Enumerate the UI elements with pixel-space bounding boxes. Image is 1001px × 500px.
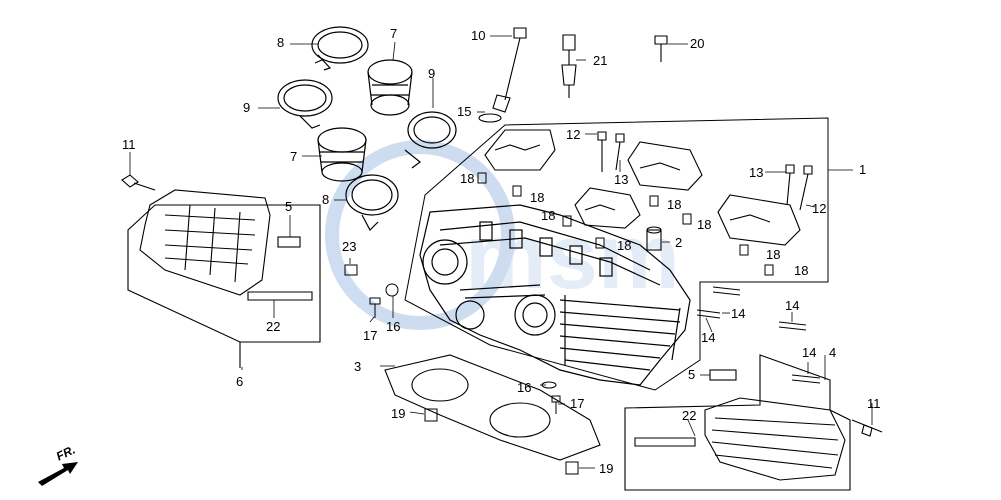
front-direction-arrow	[38, 462, 78, 486]
callout-19-right: 19	[599, 461, 614, 476]
callout-22-left: 22	[266, 319, 281, 334]
watermark: msm	[325, 140, 680, 330]
callout-17-bottom: 17	[570, 396, 585, 411]
callout-13-top: 13	[614, 172, 629, 187]
callout-5-left: 5	[285, 199, 293, 214]
callout-3: 3	[354, 359, 362, 374]
callout-15: 15	[457, 104, 472, 119]
camshaft-holders	[484, 129, 801, 246]
callout-14-b: 14	[701, 330, 716, 345]
callout-18-f: 18	[697, 217, 712, 232]
callout-7-top: 7	[390, 26, 398, 41]
callout-17-top: 17	[363, 328, 378, 343]
callout-9-left: 9	[243, 100, 251, 115]
callout-10: 10	[471, 28, 486, 43]
callout-18-e: 18	[667, 197, 682, 212]
callout-23: 23	[342, 239, 357, 254]
callout-22-right: 22	[682, 408, 697, 423]
callout-13-right: 13	[749, 165, 764, 180]
callout-5-right: 5	[688, 367, 696, 382]
callout-11-left: 11	[122, 137, 136, 152]
callout-14-c: 14	[785, 298, 800, 313]
callout-18-d: 18	[617, 238, 632, 253]
callout-14-d: 14	[802, 345, 817, 360]
svg-text:msm: msm	[465, 206, 680, 308]
callout-11-right: 11	[867, 396, 881, 411]
callout-6: 6	[236, 374, 244, 389]
callout-20: 20	[690, 36, 705, 51]
callout-18-c: 18	[541, 208, 556, 223]
top-fasteners	[478, 27, 668, 123]
callout-18-b: 18	[530, 190, 545, 205]
oil-orifice	[646, 226, 662, 251]
callout-18-a: 18	[460, 171, 475, 186]
callout-7-mid: 7	[290, 149, 298, 164]
callout-1: 1	[859, 162, 867, 177]
callout-12-top: 12	[566, 127, 581, 142]
callout-8-top: 8	[277, 35, 285, 50]
right-head-cover	[624, 354, 883, 491]
callout-16-bottom: 16	[517, 380, 532, 395]
callout-8-mid: 8	[322, 192, 330, 207]
callout-9-right: 9	[428, 66, 436, 81]
callout-4: 4	[829, 345, 837, 360]
head-gasket	[384, 354, 601, 461]
callout-2: 2	[675, 235, 683, 250]
callout-12-right: 12	[812, 201, 827, 216]
left-head-cover	[121, 174, 321, 368]
leader-lines	[129, 35, 873, 469]
callout-18-g: 18	[766, 247, 781, 262]
holder-bolts	[597, 131, 813, 211]
small-parts	[344, 264, 821, 475]
cylinder-head-outline	[404, 117, 829, 391]
callout-21: 21	[593, 53, 608, 68]
callout-14-a: 14	[731, 306, 746, 321]
callout-18-h: 18	[794, 263, 809, 278]
cylinder-head	[419, 204, 691, 386]
callout-16-top: 16	[386, 319, 401, 334]
callout-19-left: 19	[391, 406, 406, 421]
intake-insulators	[277, 26, 457, 231]
dowel-pins	[477, 172, 774, 276]
